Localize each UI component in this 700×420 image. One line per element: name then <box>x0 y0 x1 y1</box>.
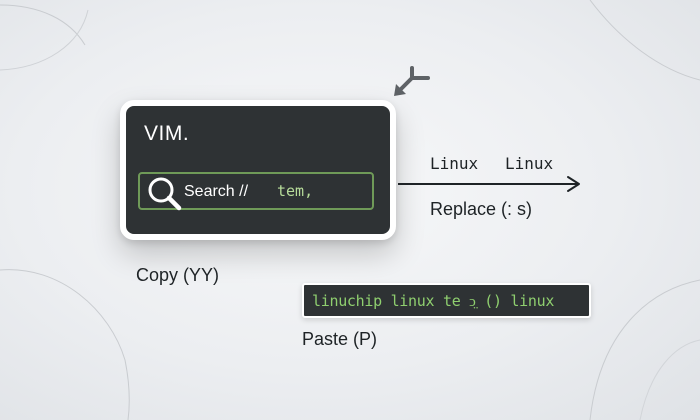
paste-label: Paste (P) <box>302 329 378 349</box>
search-label: Search // <box>184 183 249 200</box>
vim-window: VIM. Search // tem, <box>120 100 396 240</box>
replace-from-label: Linux <box>430 154 479 173</box>
right-arrow-icon <box>398 176 580 192</box>
paste-buffer-text: linuchip linux te ↄ̤ () linux <box>312 292 555 310</box>
magnifier-icon <box>148 177 182 211</box>
copy-label: Copy (YY) <box>136 265 220 285</box>
paste-buffer: linuchip linux te ↄ̤ () linux <box>302 283 591 318</box>
search-value: tem, <box>277 182 314 200</box>
replace-to-label: Linux <box>505 154 554 173</box>
pointer-arrow-icon <box>394 66 430 96</box>
replace-command-label: Replace (: s) <box>430 199 533 219</box>
search-input[interactable]: Search // tem, <box>138 172 374 211</box>
vim-title: VIM. <box>144 122 190 145</box>
